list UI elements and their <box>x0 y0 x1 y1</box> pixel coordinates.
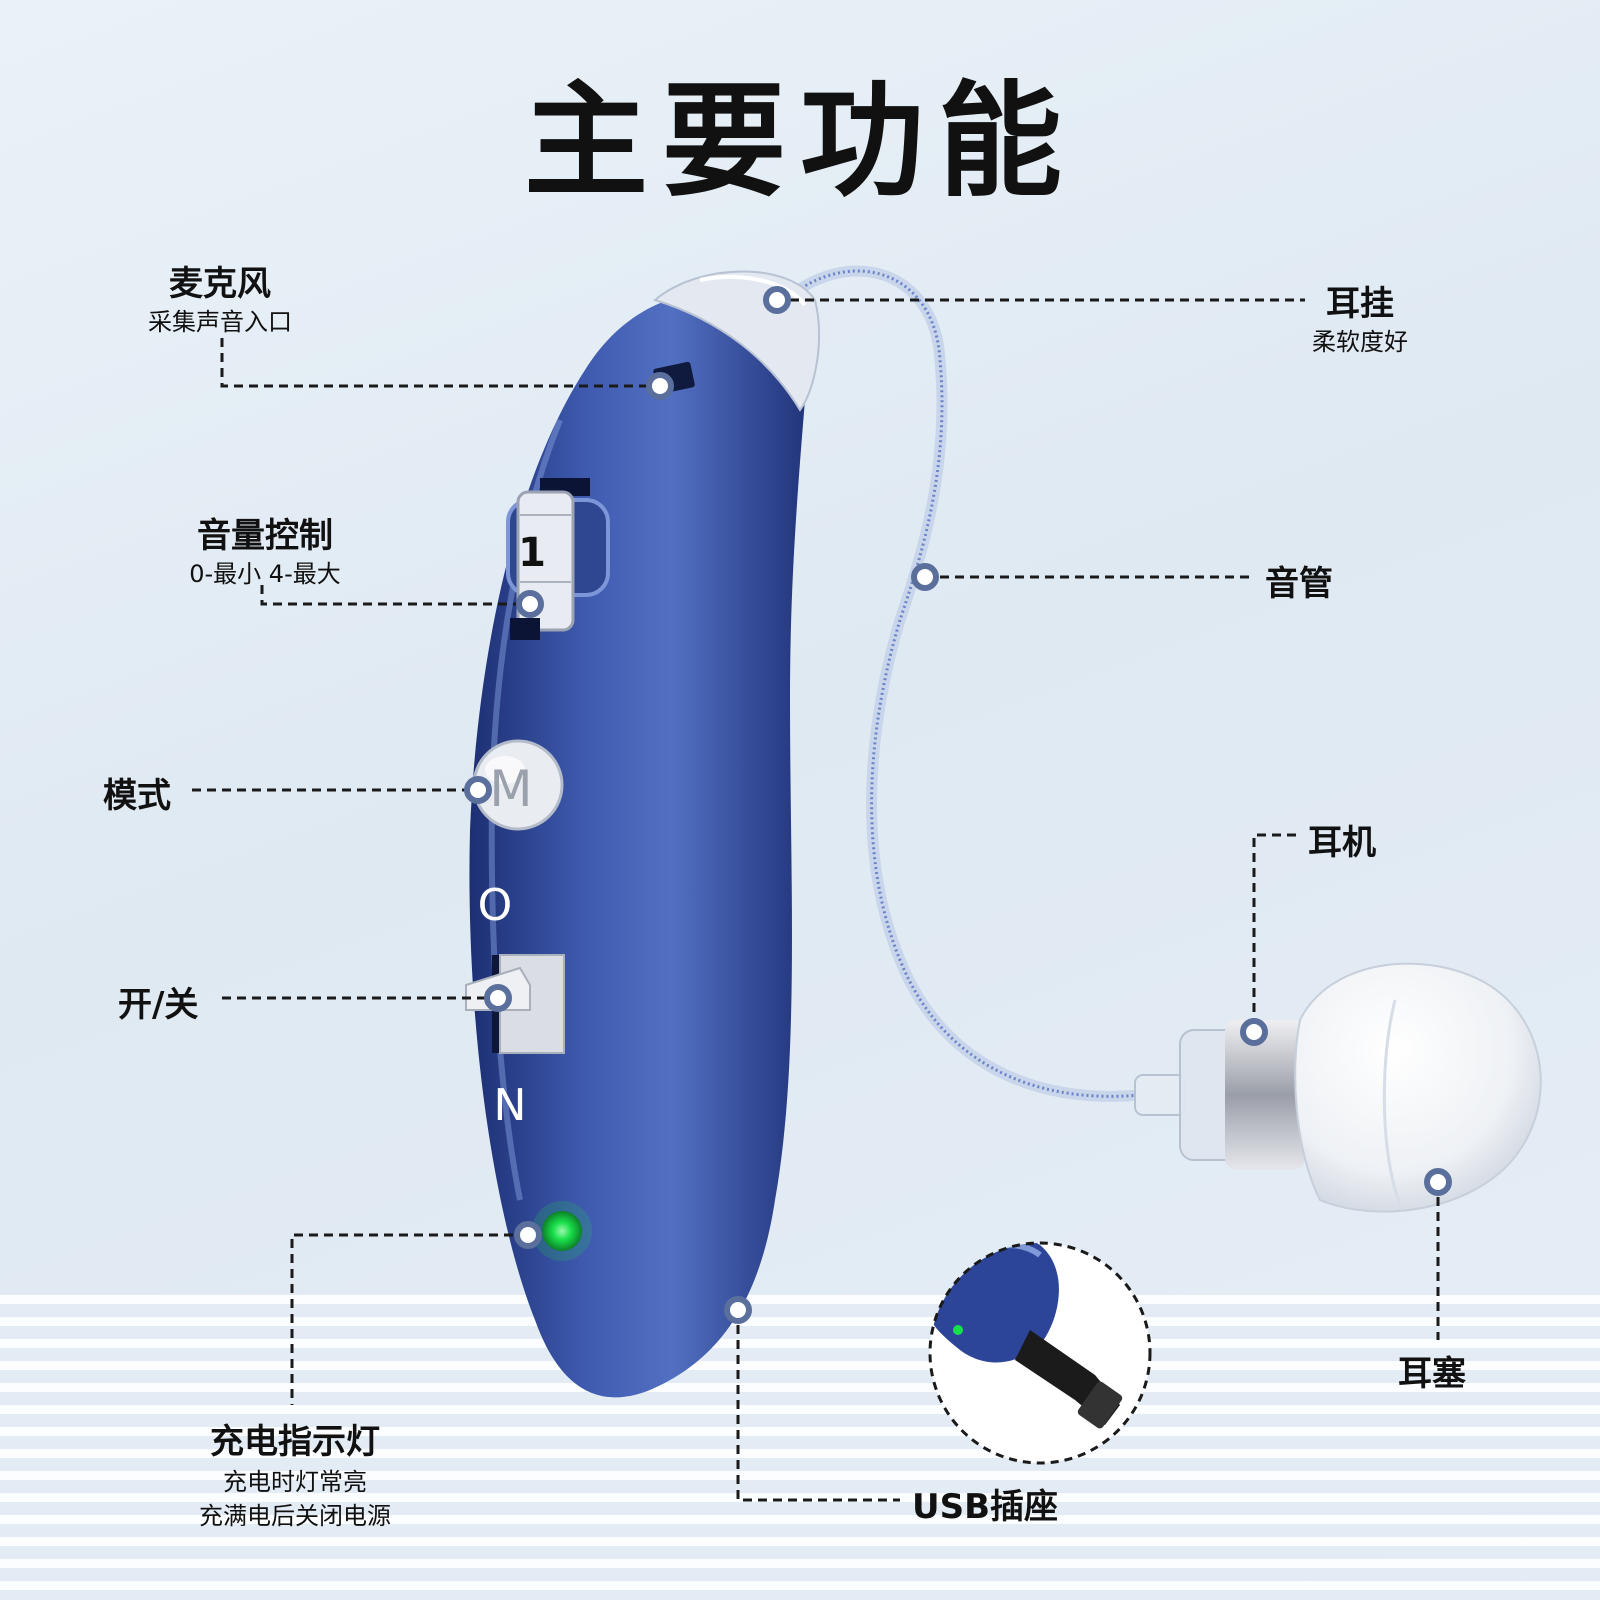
background-floor <box>0 1295 1600 1600</box>
earphone-label: 耳机 <box>1308 823 1376 863</box>
ear-plug-label: 耳塞 <box>1398 1354 1466 1394</box>
charge-light-sublabel-1: 充电时灯常亮 <box>223 1468 367 1496</box>
volume-wheel[interactable] <box>506 478 610 640</box>
sound-tube-label: 音管 <box>1265 564 1333 604</box>
switch-label-n: N <box>494 1080 527 1131</box>
page-title: 主要功能 <box>523 69 1076 214</box>
sound-tube <box>781 265 1141 1102</box>
charge-light-label: 充电指示灯 <box>210 1422 380 1462</box>
volume-label: 音量控制 <box>197 516 333 556</box>
volume-sublabel: 0-最小 4-最大 <box>189 560 341 588</box>
mode-label: 模式 <box>103 776 171 816</box>
charge-led <box>542 1211 582 1251</box>
volume-wheel-digit: 1 <box>518 530 546 576</box>
ear-hook-label: 耳挂 <box>1326 284 1394 324</box>
charge-light-sublabel-2: 充满电后关闭电源 <box>199 1502 391 1530</box>
ear-plug <box>1294 962 1542 1213</box>
callout-lines <box>192 298 1440 1502</box>
power-label: 开/关 <box>118 985 199 1025</box>
callout-dots <box>464 286 1452 1324</box>
switch-label-o: O <box>478 880 513 931</box>
mode-button-letter: M <box>489 760 532 818</box>
earphone-receiver <box>1134 1020 1305 1170</box>
microphone-sublabel: 采集声音入口 <box>148 308 292 336</box>
usb-label: USB插座 <box>912 1487 1059 1527</box>
usb-port-inset <box>928 1241 1152 1465</box>
ear-hook-sublabel: 柔软度好 <box>1312 328 1408 356</box>
microphone-label: 麦克风 <box>169 264 271 304</box>
